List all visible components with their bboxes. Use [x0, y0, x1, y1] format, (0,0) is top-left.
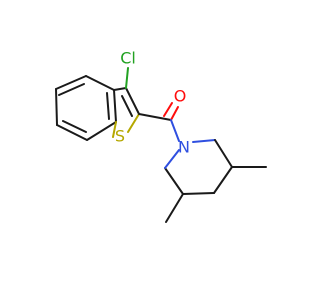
bond-c3-c4: [213, 166, 233, 194]
bond-thiophene-c2-s: [127, 113, 140, 133]
bonds: [55, 67, 267, 223]
bond-carbonyl-n: [170, 119, 180, 142]
bond-c2-carbonyl: [138, 113, 172, 121]
bond-thiophene-s-c7a: [112, 121, 117, 138]
bond-thiophene-c3-c2-inner: [121, 95, 133, 117]
sulfur-atom-label: S: [115, 127, 125, 146]
bond-thiophene-c3-c2: [125, 87, 140, 115]
bond-benzene-3: [113, 89, 117, 123]
bond-c3-cl: [125, 67, 129, 89]
bond-benzene-2: [85, 75, 115, 91]
bond-c5-methyl: [165, 193, 184, 223]
bond-n-c2: [192, 139, 216, 143]
bond-carbonyl-o-2: [163, 102, 173, 117]
bond-benzene-5-inner: [62, 120, 87, 133]
oxygen-atom-label: O: [174, 87, 187, 106]
bond-c5-c6: [164, 167, 184, 195]
bond-c2-c3: [214, 139, 233, 168]
bond-benzene-1: [55, 75, 87, 90]
bond-c6-n: [164, 149, 180, 169]
bond-c4-c5: [182, 192, 215, 195]
chlorine-atom-label: Cl: [120, 49, 136, 68]
atom-labels: Cl O S N: [115, 49, 190, 157]
bond-benzene-6: [55, 88, 58, 126]
bond-benzene-4: [86, 121, 117, 141]
nitrogen-atom-label: N: [178, 138, 190, 157]
bond-benzene-1-inner: [58, 83, 85, 96]
molecule-structure-diagram: Cl O S N: [55, 49, 267, 223]
bond-carbonyl-o-1: [170, 106, 179, 121]
bond-benzene-3-inner: [106, 92, 110, 120]
bond-thiophene-c3a-c3: [113, 87, 127, 91]
bond-benzene-5: [56, 124, 88, 141]
